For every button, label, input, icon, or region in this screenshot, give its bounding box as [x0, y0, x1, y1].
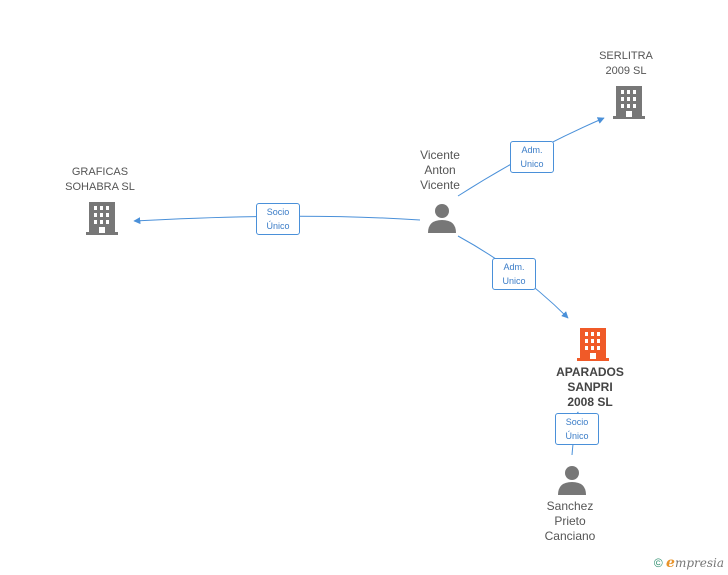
building-icon: [613, 86, 645, 119]
edge-tag-socio-unico: Socio Único: [256, 203, 300, 235]
node-label-aparados[interactable]: APARADOS SANPRI 2008 SL: [556, 365, 624, 409]
edge-tag-adm-unico: Adm. Unico: [510, 141, 554, 173]
building-icon: [86, 202, 118, 235]
node-label-vicente[interactable]: Vicente Anton Vicente: [420, 148, 460, 192]
brand-logo-rest: mpresia: [674, 556, 724, 570]
node-label-serlitra[interactable]: SERLITRA 2009 SL: [599, 50, 653, 77]
edge-tag-socio-unico: Socio Único: [555, 413, 599, 445]
node-label-graficas[interactable]: GRAFICAS SOHABRA SL: [65, 166, 135, 193]
brand-logo-initial: e: [666, 555, 675, 571]
person-icon: [558, 466, 586, 495]
edge-tag-adm-unico: Adm. Unico: [492, 258, 536, 290]
brand-footer: © empresia: [654, 555, 724, 571]
node-label-sanchez[interactable]: Sanchez Prieto Canciano: [544, 499, 596, 543]
copyright-symbol: ©: [653, 556, 663, 570]
building-icon-main: [577, 328, 609, 361]
person-icon: [428, 204, 456, 233]
